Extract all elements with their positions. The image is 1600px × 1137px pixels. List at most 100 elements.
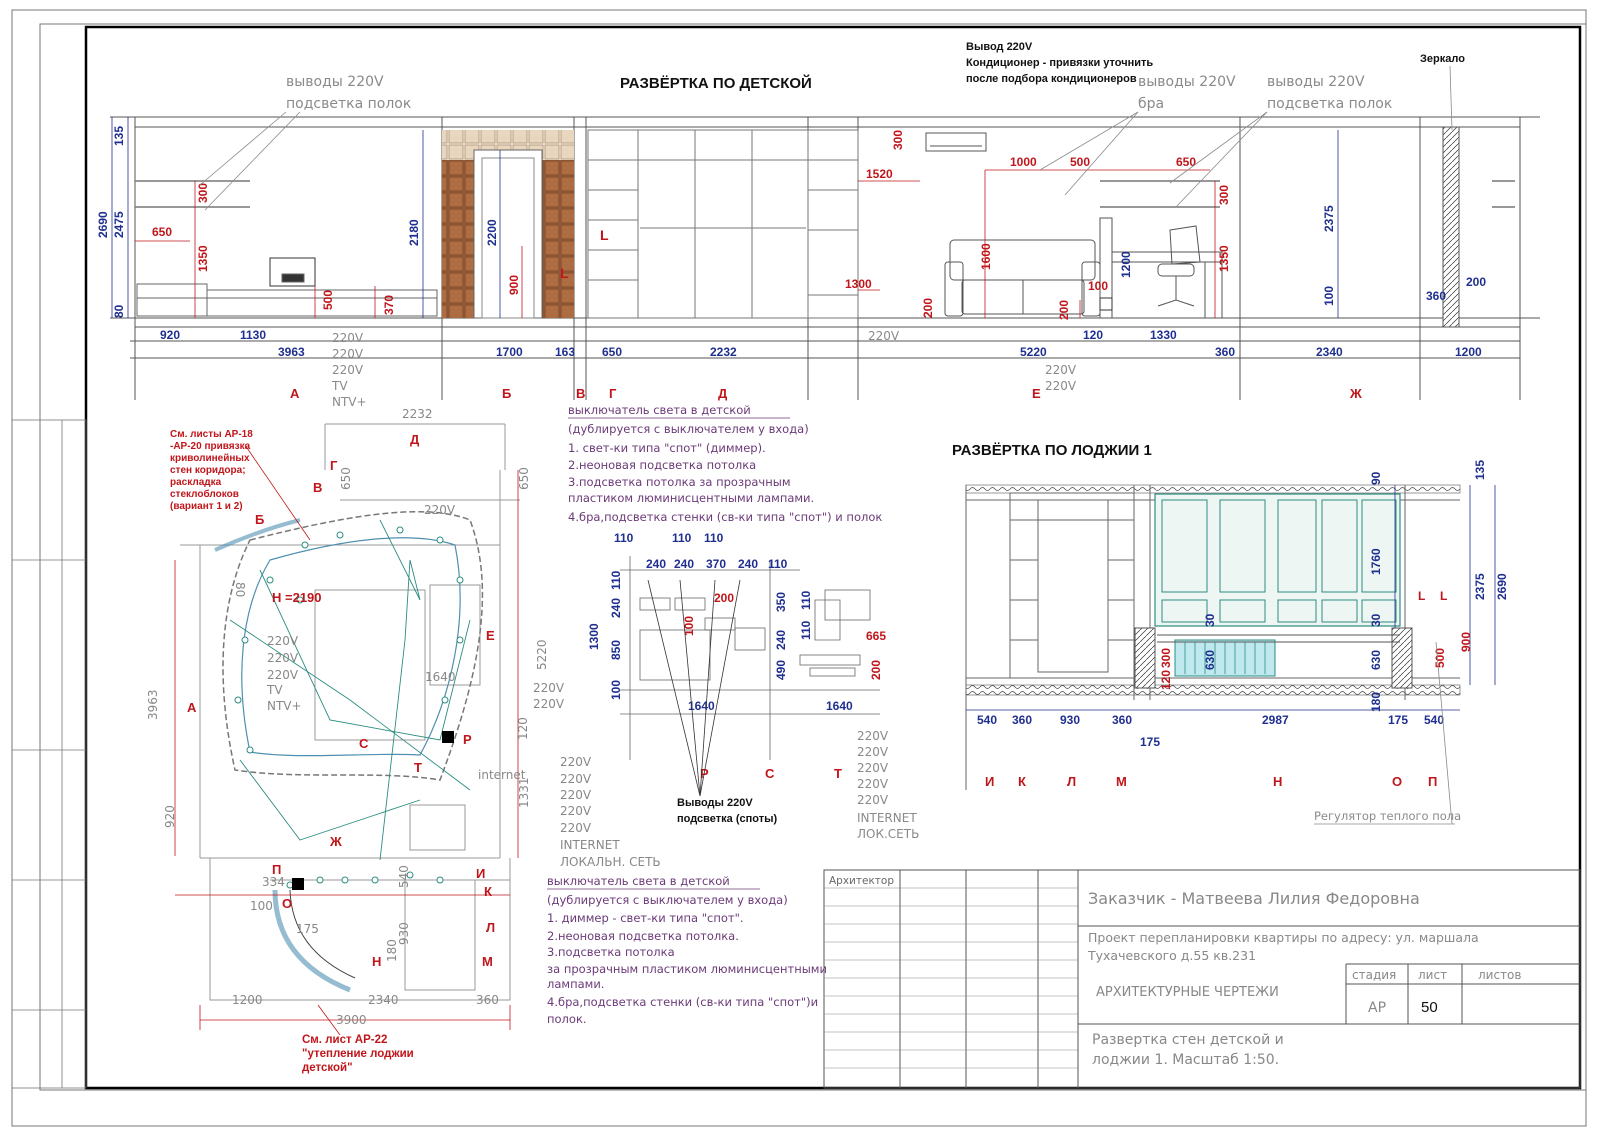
label-L-door: L (600, 227, 609, 243)
stage-header: стадия (1352, 968, 1396, 982)
plan-internet: internet (478, 768, 526, 782)
plan-s220b: 220V (533, 681, 565, 695)
note-mid-bra: бра (1138, 96, 1164, 112)
desk-mid-1: 100 (682, 616, 696, 636)
desk-letter-S: С (765, 766, 775, 781)
dim-920: 920 (160, 328, 180, 342)
loggia-d120: 120 (1159, 670, 1173, 690)
plan-d540: 540 (397, 865, 411, 888)
sheet-header: лист (1418, 968, 1447, 982)
switch2-line3: 1. диммер - свет-ки типа "спот". (547, 911, 744, 925)
desk-elevation: 110 240 240 370 240 110 110 110 110 240 … (587, 531, 919, 841)
plan-ref-6: стеклоблоков (170, 488, 239, 500)
plan-d100: 100 (250, 899, 273, 913)
loggia-elevation: РАЗВЁРТКА ПО ЛОДЖИИ 1 (952, 442, 1509, 825)
plan-H: H =2190 (272, 590, 322, 605)
loggia-d30b: 30 (1369, 613, 1383, 627)
desk-bottom-1: 1640 (826, 699, 853, 713)
plan-C: С (359, 736, 369, 751)
plan-sk2-4: 220V (560, 821, 592, 835)
plan-P: П (272, 862, 281, 877)
customer-label: Заказчик - Матвеева Лилия Федоровна (1088, 889, 1420, 908)
desk-letter-T: Т (834, 766, 842, 781)
dim-163: 163 (555, 345, 575, 359)
elev-letter-B: Б (502, 386, 511, 401)
note-ac-output: Вывод 220V (966, 41, 1033, 53)
loggia-b6: 540 (1424, 713, 1444, 727)
dim-2232: 2232 (710, 345, 737, 359)
dim-300ac: 300 (891, 130, 905, 150)
plan-d180: 180 (385, 939, 399, 962)
note-ac-2: после подбора кондиционеров (966, 73, 1137, 85)
elev-letter-G: Г (609, 386, 617, 401)
desk-top-0: 110 (614, 531, 634, 545)
dim-370r: 370 (382, 295, 396, 315)
desk-top-4: 240 (738, 557, 758, 571)
plan-sk2-6: ЛОКАЛЬН. СЕТЬ (560, 855, 661, 869)
stage-value: АР (1368, 1000, 1386, 1016)
plan-E: Е (486, 628, 495, 643)
architect-label: Архитектор (829, 875, 894, 887)
loggia-d900: 900 (1459, 632, 1473, 652)
dim-500r: 500 (321, 290, 335, 310)
plan-d650: 650 (339, 467, 353, 490)
loggia-d2690: 2690 (1495, 573, 1509, 600)
desk-socket-1: 220V (857, 745, 889, 759)
loggia-d630b: 630 (1369, 650, 1383, 670)
desk-mid-5: 110 (799, 590, 813, 610)
dim-200b: 200 (1057, 300, 1071, 320)
socket-8: 220V (1045, 379, 1077, 393)
desk-top-6: 110 (672, 531, 692, 545)
dim-2180: 2180 (407, 219, 421, 246)
floor-regulator-note: Регулятор теплого пола (1314, 809, 1461, 823)
dim-360: 360 (1215, 345, 1235, 359)
plan-d120: 120 (516, 717, 530, 740)
desk-mid-0: 200 (714, 591, 734, 605)
desk-bottom-0: 1640 (688, 699, 715, 713)
dim-2200: 2200 (485, 219, 499, 246)
desc-line2: лоджии 1. Масштаб 1:50. (1092, 1052, 1279, 1068)
note-mid-outputs: выводы 220V (1138, 74, 1236, 90)
loggia-I: И (985, 774, 994, 789)
plan-d920: 920 (163, 805, 177, 828)
dim-1300r: 1300 (845, 277, 872, 291)
plan-ref-7: (вариант 1 и 2) (170, 501, 243, 512)
loggia-d1760: 1760 (1369, 548, 1383, 575)
project-line1: Проект перепланировки квартиры по адресу… (1088, 930, 1479, 945)
dim-1330: 1330 (1150, 328, 1177, 342)
loggia-L1: L (1418, 589, 1425, 603)
plan-sk2-3: 220V (560, 804, 592, 818)
switch2-line5: 3.подсветка потолка (547, 945, 675, 959)
loggia-b4: 2987 (1262, 713, 1289, 727)
plan-G: Г (330, 458, 338, 473)
plan-d334: 334 (262, 875, 285, 889)
loggia-d500: 500 (1433, 648, 1447, 668)
desk-mid-6: 110 (799, 620, 813, 640)
plan-d930: 930 (397, 922, 411, 945)
loggia-d90: 90 (1369, 471, 1383, 485)
loggia-O: О (1392, 774, 1402, 789)
loggia-d300: 300 (1159, 648, 1173, 668)
desk-socket-4: 220V (857, 793, 889, 807)
socket-ntv: NTV+ (332, 395, 367, 409)
plan-D: Д (410, 432, 420, 447)
side-stamp (11, 419, 87, 1089)
plan-ref-4: стен коридора; (170, 465, 246, 476)
loggia-P: П (1428, 774, 1437, 789)
switch2-line6: за прозрачным пластиком люминисцентными (547, 962, 827, 976)
dim-5220: 5220 (1020, 345, 1047, 359)
sheets-header: листов (1478, 968, 1521, 982)
dim-300r: 300 (196, 183, 210, 203)
desk-left-2: 1300 (587, 623, 601, 650)
dim-360v: 360 (1426, 289, 1446, 303)
switch2-line8: 4.бра,подсветка стенки (св-ки типа "спот… (547, 995, 818, 1009)
elev-letter-E: Е (1032, 386, 1041, 401)
desk-socket-2: 220V (857, 761, 889, 775)
spots-line1: Выводы 220V (677, 797, 753, 809)
plan-d3963: 3963 (146, 689, 160, 720)
desk-socket-5: INTERNET (857, 811, 917, 825)
dim-500b: 500 (1070, 155, 1090, 169)
plan-ref2-3: детской" (302, 1062, 353, 1074)
plan-N: Н (372, 954, 381, 969)
